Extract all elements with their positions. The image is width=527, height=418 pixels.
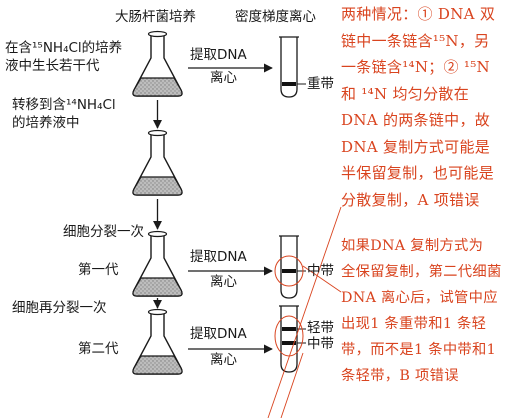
annotation-line: 链中一条链含¹⁵N，另	[341, 31, 490, 50]
label-extract-dna-1: 提取DNA	[190, 47, 247, 63]
tube-1	[279, 36, 299, 98]
label-density-centrifuge: 密度梯度离心	[235, 9, 316, 25]
annotation-line: DNA 复制方式可能是	[341, 137, 491, 156]
light-band-mark	[282, 327, 296, 331]
highlight-circle-tube-2	[274, 255, 304, 287]
annotation-line: 分散复制，A 项错误	[341, 190, 480, 209]
label-centrifuge-2: 离心	[210, 274, 237, 290]
flask-n15	[132, 30, 183, 97]
leader-line-c	[280, 352, 304, 418]
heavy-band-mark	[282, 82, 296, 86]
label-second-generation: 第二代	[78, 341, 119, 357]
flask-first-generation	[132, 230, 183, 297]
middle-band-mark-1	[282, 269, 296, 273]
label-middle-band-1: 中带	[307, 263, 334, 279]
label-centrifuge-3: 离心	[210, 352, 237, 368]
annotation-line: DNA 的两条链中，故	[341, 111, 491, 129]
annotation-line: 全保留复制，第二代细菌	[341, 264, 502, 280]
label-transfer-line1: 转移到含¹⁴NH₄Cl	[12, 97, 116, 113]
flask-second-generation	[132, 308, 183, 375]
annotation-line: 两种情况：① DNA 双	[341, 5, 496, 23]
leader-line-a	[267, 206, 342, 418]
label-ecoli-culture: 大肠杆菌培养	[115, 9, 196, 25]
annotation-line: 和 ¹⁴N 均匀分散在	[341, 84, 469, 103]
label-centrifuge-1: 离心	[210, 70, 237, 86]
label-grow-n15-line2: 液中生长若干代	[5, 58, 100, 74]
label-extract-dna-3: 提取DNA	[190, 326, 247, 342]
flask-n14-transfer	[132, 129, 183, 196]
annotation-note-a: 两种情况：① DNA 双 链中一条链含¹⁵N，另 一条链含¹⁴N；② ¹⁵N 和…	[341, 1, 527, 213]
annotation-line: 一条链含¹⁴N；② ¹⁵N	[341, 58, 490, 76]
label-division-again: 细胞再分裂一次	[12, 300, 107, 316]
annotation-line: 如果DNA 复制方式为	[341, 238, 484, 254]
annotation-line: DNA 离心后，试管中应	[341, 290, 498, 306]
annotation-line: 带，而不是1 条中带和1	[341, 342, 497, 358]
label-extract-dna-2: 提取DNA	[190, 249, 247, 265]
label-heavy-band: 重带	[307, 76, 334, 92]
leader-line-b	[302, 265, 342, 293]
label-first-generation: 第一代	[78, 262, 119, 278]
tube-2	[279, 235, 299, 299]
label-transfer-line2: 的培养液中	[12, 115, 80, 131]
annotation-note-b: 如果DNA 复制方式为 全保留复制，第二代细菌 DNA 离心后，试管中应 出现1…	[341, 233, 527, 389]
middle-band-mark-2	[282, 341, 296, 345]
label-middle-band-2: 中带	[307, 336, 334, 352]
label-light-band: 轻带	[307, 320, 334, 336]
annotation-line: 半保留复制，也可能是	[341, 164, 495, 182]
label-grow-n15-line1: 在含¹⁵NH₄Cl的培养	[5, 40, 123, 56]
annotation-line: 出现1 条重带和1 条轻	[341, 316, 487, 332]
annotation-line: 条轻带，B 项错误	[341, 368, 459, 384]
label-division-once: 细胞分裂一次	[63, 224, 144, 240]
